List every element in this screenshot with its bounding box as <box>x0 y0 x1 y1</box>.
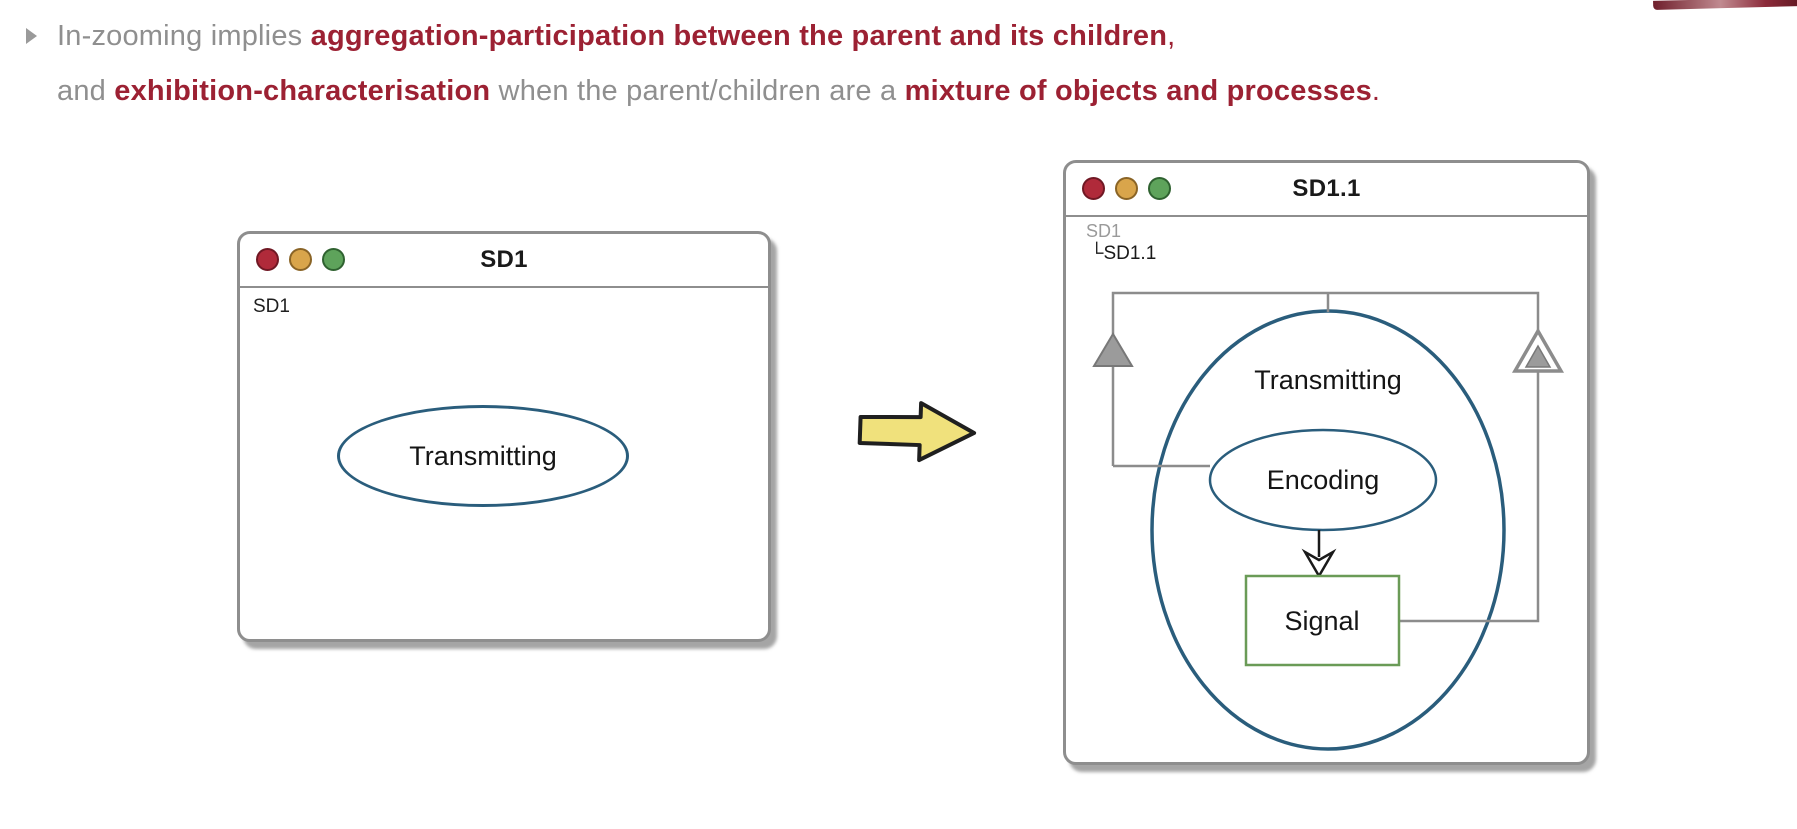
subprocess-label: Encoding <box>1267 465 1380 495</box>
minimize-button-icon <box>1115 177 1138 200</box>
window-title: SD1.1 <box>1292 175 1361 202</box>
headline: In-zooming implies aggregation-participa… <box>57 22 1380 106</box>
headline-text: In-zooming implies <box>57 20 311 52</box>
sd1-window: SD1 SD1 Transmitting <box>237 231 771 642</box>
characterisation-triangle-icon <box>1511 327 1565 373</box>
headline-punctuation: . <box>1371 75 1381 107</box>
headline-text: and <box>57 75 115 107</box>
object-node-signal <box>1244 574 1401 667</box>
bullet-triangle-icon <box>26 28 37 44</box>
breadcrumb: SD1 <box>253 296 290 317</box>
open-arrowhead-icon <box>1301 548 1337 579</box>
headline-emphasis: aggregation-participation between the pa… <box>310 20 1168 52</box>
process-node-transmitting: Transmitting <box>337 405 629 507</box>
breadcrumb-parent: SD1 <box>1086 221 1122 241</box>
traffic-lights <box>1082 177 1171 200</box>
process-label: Transmitting <box>409 440 557 471</box>
headline-text: when the parent/children are a <box>490 75 905 107</box>
headline-punctuation: , <box>1167 20 1176 52</box>
zoom-button-icon <box>1148 177 1171 200</box>
breadcrumb-child: └SD1.1 <box>1090 243 1157 264</box>
result-link <box>1301 530 1337 579</box>
inner-triangle <box>1524 344 1552 368</box>
zoom-button-icon <box>322 248 345 271</box>
headline-emphasis: mixture of objects and processes <box>904 75 1372 107</box>
in-zoom-arrow-icon <box>857 401 977 463</box>
window-title: SD1 <box>480 246 528 273</box>
aggregation-triangle-icon <box>1092 332 1134 367</box>
opm-diagram: Transmitting Encoding Signal <box>1092 291 1565 751</box>
traffic-lights <box>256 248 345 271</box>
sd1-titlebar: SD1 <box>240 234 768 288</box>
logo-streak <box>1653 0 1797 10</box>
close-button-icon <box>256 248 279 271</box>
headline-line-1: In-zooming implies aggregation-participa… <box>57 22 1380 51</box>
process-label: Transmitting <box>1254 365 1402 395</box>
process-node-encoding <box>1208 428 1438 532</box>
sd1-1-titlebar: SD1.1 <box>1066 163 1587 217</box>
minimize-button-icon <box>289 248 312 271</box>
headline-line-2: and exhibition-characterisation when the… <box>57 77 1380 106</box>
sd1-1-window: SD1.1 SD1 └SD1.1 Transmitting Encod <box>1063 160 1590 765</box>
close-button-icon <box>1082 177 1105 200</box>
object-label: Signal <box>1284 606 1359 636</box>
headline-emphasis: exhibition-characterisation <box>114 75 491 107</box>
